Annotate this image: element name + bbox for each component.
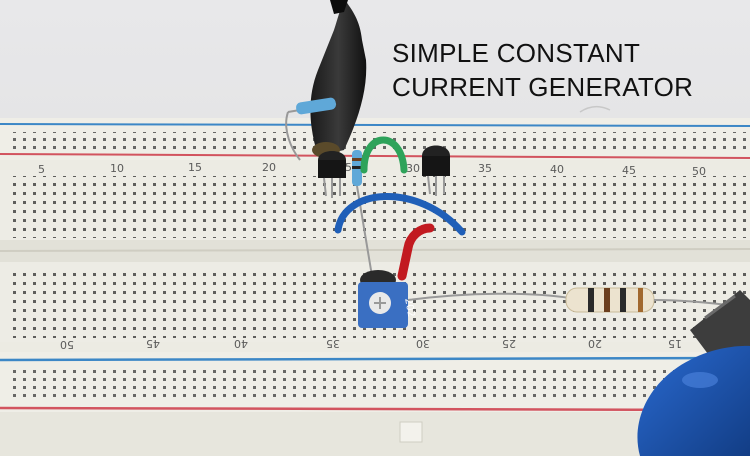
column-number: 45 <box>622 164 636 177</box>
trimmer-marking: 202 <box>402 297 416 318</box>
bottom-blue-rail-line <box>0 356 750 362</box>
caption: SIMPLE CONSTANT CURRENT GENERATOR <box>392 36 742 104</box>
bottom-red-rail-line <box>0 406 750 412</box>
column-number: 15 <box>668 337 682 350</box>
column-number: 10 <box>110 162 124 175</box>
column-number: 30 <box>406 162 420 175</box>
red-jumper-wire <box>397 223 435 281</box>
caption-line-2: CURRENT GENERATOR <box>392 72 694 102</box>
resistor-right <box>407 287 736 313</box>
bottom-column-numbers: 50 45 40 35 30 25 20 15 <box>60 337 682 351</box>
column-number: 15 <box>188 161 202 174</box>
column-number: 35 <box>478 162 492 175</box>
blue-alligator-clip <box>637 290 750 456</box>
column-number: 40 <box>550 163 564 176</box>
column-number: 40 <box>234 337 248 350</box>
top-blue-rail-line <box>0 123 750 127</box>
trimmer-potentiometer: 202 <box>358 270 416 328</box>
column-number: 20 <box>588 337 602 350</box>
caption-line-1: SIMPLE CONSTANT <box>392 38 641 68</box>
transistor-left <box>318 151 346 198</box>
column-number: 25 <box>502 337 516 350</box>
blue-jumper-wire <box>334 193 466 236</box>
green-jumper-wire <box>360 136 408 174</box>
column-number: 50 <box>692 165 706 178</box>
column-number: 45 <box>146 337 160 350</box>
column-number: 30 <box>416 337 430 350</box>
column-number: 35 <box>326 337 340 350</box>
resistor-top-left <box>285 97 337 161</box>
top-red-rail-line <box>0 153 750 159</box>
transistor-right <box>422 145 450 196</box>
column-number: 5 <box>38 163 45 176</box>
column-number: 20 <box>262 161 276 174</box>
column-number: 50 <box>60 338 74 351</box>
